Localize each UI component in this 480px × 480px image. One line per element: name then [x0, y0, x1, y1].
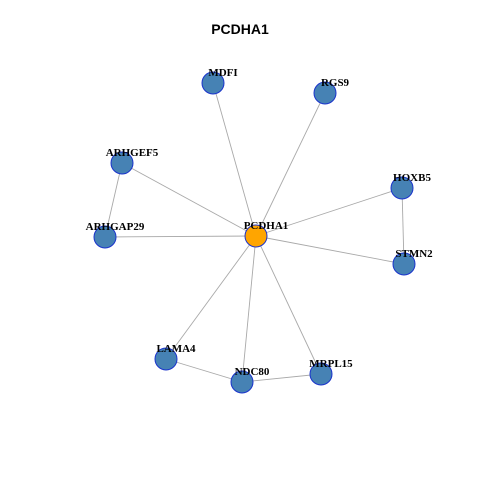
- node-label-lama4: LAMA4: [156, 343, 196, 355]
- node-label-pcdha1: PCDHA1: [244, 220, 289, 232]
- node-label-arhgef5: ARHGEF5: [106, 147, 159, 159]
- node-label-arhgap29: ARHGAP29: [86, 221, 145, 233]
- edge-pcdha1-mdfi: [212, 82, 257, 237]
- edge-pcdha1-mrpl15: [255, 235, 322, 375]
- node-label-mrpl15: MRPL15: [309, 358, 353, 370]
- node-ndc80[interactable]: [230, 370, 254, 394]
- edge-pcdha1-stmn2: [255, 235, 405, 265]
- graph-title: PCDHA1: [211, 21, 269, 37]
- edge-pcdha1-arhgap29: [104, 235, 257, 238]
- node-mrpl15[interactable]: [309, 362, 333, 386]
- node-label-stmn2: STMN2: [395, 248, 433, 260]
- edge-layer: [104, 82, 405, 383]
- node-label-rgs9: RGS9: [321, 77, 350, 89]
- edge-arhgef5-arhgap29: [104, 162, 123, 238]
- edge-pcdha1-ndc80: [241, 235, 257, 383]
- edge-ndc80-mrpl15: [241, 373, 322, 383]
- node-lama4[interactable]: [154, 347, 178, 371]
- label-layer: PCDHA1 MDFI RGS9ARHGEF5HOXB5ARHGAP29STMN2L…: [86, 67, 433, 378]
- node-label-hoxb5: HOXB5: [393, 172, 431, 184]
- node-label-mdfi: MDFI: [208, 67, 237, 79]
- edge-lama4-ndc80: [165, 358, 243, 383]
- edge-pcdha1-rgs9: [255, 92, 326, 237]
- node-pcdha1[interactable]: [244, 224, 268, 248]
- node-mdfi[interactable]: [201, 71, 225, 95]
- edge-pcdha1-arhgef5: [121, 162, 257, 237]
- node-rgs9[interactable]: [313, 81, 337, 105]
- edge-pcdha1-hoxb5: [255, 187, 403, 237]
- node-stmn2[interactable]: [392, 252, 416, 276]
- node-layer: [93, 71, 416, 394]
- edge-pcdha1-lama4: [165, 235, 257, 360]
- node-arhgef5[interactable]: [110, 151, 134, 175]
- node-arhgap29[interactable]: [93, 225, 117, 249]
- edge-hoxb5-stmn2: [401, 187, 405, 265]
- node-label-ndc80: NDC80: [235, 366, 270, 378]
- node-hoxb5[interactable]: [390, 176, 414, 200]
